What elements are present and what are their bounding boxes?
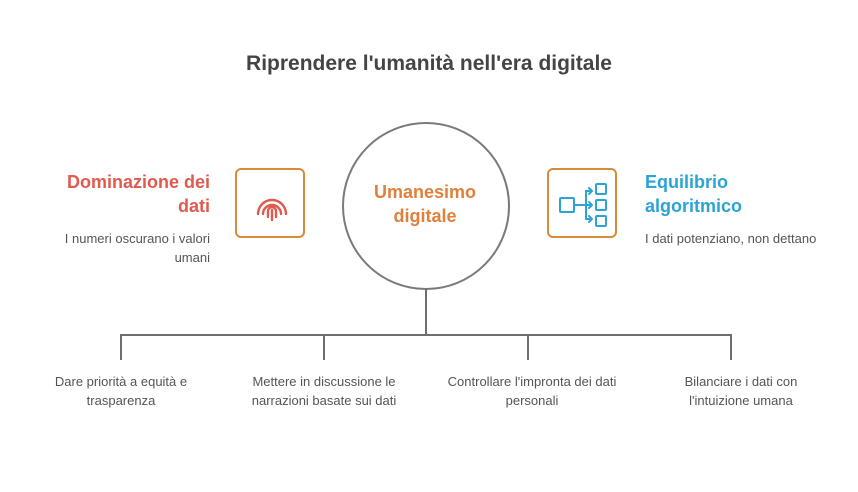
- page-title: Riprendere l'umanità nell'era digitale: [246, 52, 612, 75]
- left-description: I numeri oscurano i valori umani: [64, 231, 210, 265]
- center-label: Umanesimo digitale: [373, 182, 477, 226]
- flowchart-icon: [559, 183, 607, 227]
- branch-item-2: Mettere in discussione le narrazioni bas…: [251, 374, 397, 408]
- fingerprint-icon: [256, 198, 288, 222]
- branch-item-4: Bilanciare i dati con l'intuizione umana: [684, 374, 798, 408]
- left-icon-box: [235, 168, 305, 238]
- right-title: Equilibrio algoritmico: [645, 172, 743, 216]
- right-icon-box: [547, 168, 617, 238]
- right-description: I dati potenziano, non dettano: [645, 231, 817, 246]
- branch-item-3: Controllare l'impronta dei dati personal…: [447, 374, 617, 408]
- branch-item-1: Dare priorità a equità e trasparenza: [54, 374, 188, 408]
- left-title: Dominazione dei dati: [66, 172, 210, 216]
